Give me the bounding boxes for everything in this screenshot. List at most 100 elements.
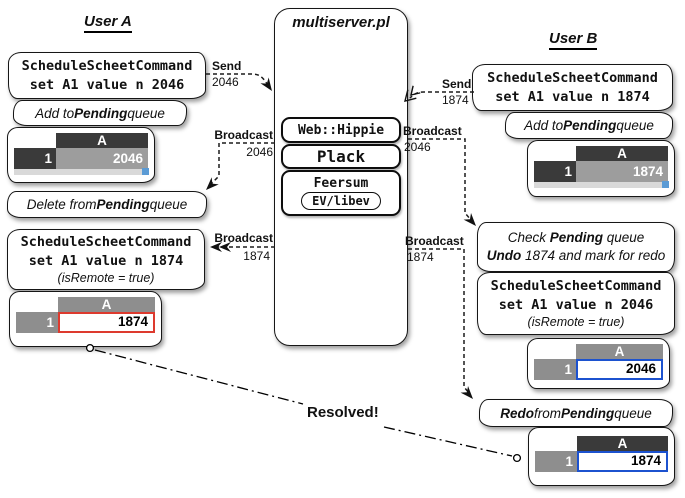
column-header-a: A xyxy=(576,146,668,161)
mini-spreadsheet: A 1 2046 xyxy=(534,344,663,380)
user-b-note-add-pending: Add to Pending queue xyxy=(505,112,673,139)
send-b-label: Send xyxy=(442,77,472,91)
command-class-line: ScheduleScheetCommand xyxy=(490,278,662,294)
broadcast-a-1874-label: Broadcast xyxy=(214,231,273,245)
note-text: queue xyxy=(614,405,652,421)
broadcast-a-2046-value: 2046 xyxy=(246,145,273,159)
note-text-bold: Redo xyxy=(500,405,534,421)
row-header-1: 1 xyxy=(16,312,58,333)
mini-spreadsheet: A 1 1874 xyxy=(535,436,668,472)
cell-a1-value: 2046 xyxy=(56,148,148,169)
row-header-1: 1 xyxy=(535,451,577,472)
command-class-line: ScheduleScheetCommand xyxy=(20,234,192,250)
send-a-label: Send xyxy=(212,59,242,73)
user-b-spreadsheet-1874-final: A 1 1874 xyxy=(528,427,675,486)
selection-handle xyxy=(662,181,669,188)
mini-spreadsheet: A 1 2046 xyxy=(14,133,149,175)
user-a-spreadsheet-1874-conflict: A 1 1874 xyxy=(9,291,162,347)
command-class-line: ScheduleScheetCommand xyxy=(21,57,193,74)
command-isremote-line: (isRemote = true) xyxy=(57,271,155,285)
user-a-title: User A xyxy=(84,13,132,33)
user-b-command-set-1874: ScheduleScheetCommand set A1 value n 187… xyxy=(472,64,673,111)
user-b-command-set-2046-remote: ScheduleScheetCommand set A1 value n 204… xyxy=(477,272,675,335)
note-text: queue xyxy=(127,105,165,121)
corner-cell xyxy=(14,133,56,148)
user-a-command-set-1874-remote: ScheduleScheetCommand set A1 value n 187… xyxy=(7,229,205,290)
layer-web-hippie: Web::Hippie xyxy=(281,117,401,143)
broadcast-b-1874-arrowhead xyxy=(460,385,473,399)
corner-cell xyxy=(534,146,576,161)
cell-a1-value: 1874 xyxy=(576,161,668,182)
note-text-bold: Undo xyxy=(486,248,522,263)
cell-a1-value-red-outline: 1874 xyxy=(58,312,155,333)
column-header-a: A xyxy=(577,436,668,451)
resolved-endpoint-right xyxy=(512,453,522,463)
selection-handle xyxy=(142,168,149,175)
mini-spreadsheet: A 1 1874 xyxy=(534,146,669,188)
note-text: queue xyxy=(616,118,654,133)
broadcast-a-1874-value: 1874 xyxy=(243,249,270,263)
mini-spreadsheet: A 1 1874 xyxy=(16,297,155,333)
command-class-line: ScheduleScheetCommand xyxy=(487,69,658,86)
send-a-value: 2046 xyxy=(212,75,239,89)
note-text: Check xyxy=(507,230,550,245)
user-b-note-redo-pending: Redo from Pending queue xyxy=(479,399,673,427)
note-text: Add to xyxy=(524,118,564,133)
command-args-line: set A1 value n 1874 xyxy=(28,253,184,269)
note-text-bold: Pending xyxy=(549,230,603,245)
note-text: 1874 and mark for redo xyxy=(521,248,666,263)
broadcast-b-1874-value: 1874 xyxy=(407,250,434,264)
note-text-bold: Pending xyxy=(563,118,617,133)
row-header-1: 1 xyxy=(14,148,56,169)
resolved-line-right xyxy=(383,426,513,457)
command-args-line: set A1 value n 2046 xyxy=(498,297,654,313)
next-row-sliver xyxy=(14,168,149,175)
note-text: queue xyxy=(602,230,645,245)
note-text-bold: Pending xyxy=(560,405,615,421)
user-b-spreadsheet-2046-remote: A 1 2046 xyxy=(527,338,670,389)
command-args-line: set A1 value n 1874 xyxy=(495,88,650,105)
note-text-bold: Pending xyxy=(74,105,128,121)
corner-cell xyxy=(535,436,577,451)
corner-cell xyxy=(534,344,576,359)
feersum-label: Feersum xyxy=(313,176,369,191)
layer-plack: Plack xyxy=(281,144,401,169)
column-header-a: A xyxy=(576,344,663,359)
row-header-1: 1 xyxy=(534,359,576,380)
row-header-1: 1 xyxy=(534,161,576,182)
note-line-2: Undo 1874 and mark for redo xyxy=(487,247,666,265)
user-b-title: User B xyxy=(549,30,598,50)
cell-a1-value-blue-outline: 2046 xyxy=(576,359,663,380)
broadcast-b-2046-arrowhead xyxy=(463,212,476,226)
user-a-spreadsheet-2046: A 1 2046 xyxy=(7,127,155,183)
broadcast-b-1874-line xyxy=(408,248,470,394)
cell-a1-value-blue-outline: 1874 xyxy=(577,451,668,472)
command-args-line: set A1 value n 2046 xyxy=(29,76,185,93)
note-text: Delete from xyxy=(26,197,97,212)
user-b-spreadsheet-1874: A 1 1874 xyxy=(527,140,675,197)
layer-feersum: Feersum EV/libev xyxy=(281,170,401,216)
user-a-command-set-2046: ScheduleScheetCommand set A1 value n 204… xyxy=(8,52,206,99)
note-text-bold: Pending xyxy=(96,197,150,212)
note-text: Add to xyxy=(35,105,75,121)
note-text: from xyxy=(533,405,561,421)
user-a-note-add-pending: Add to Pending queue xyxy=(13,100,187,126)
send-b-value: 1874 xyxy=(442,93,469,107)
command-isremote-line: (isRemote = true) xyxy=(527,315,625,329)
column-header-a: A xyxy=(56,133,148,148)
note-line-1: Check Pending queue xyxy=(508,229,645,247)
user-a-note-delete-pending: Delete from Pending queue xyxy=(7,191,207,218)
broadcast-b-2046-label: Broadcast xyxy=(403,124,462,138)
column-header-a: A xyxy=(58,297,155,312)
broadcast-b-2046-value: 2046 xyxy=(404,140,431,154)
send-b-open-arrowhead-2 xyxy=(410,85,421,96)
broadcast-a-2046-arrowhead xyxy=(206,177,219,190)
ev-libev-pill: EV/libev xyxy=(301,192,381,210)
next-row-sliver xyxy=(534,181,669,188)
resolved-label: Resolved! xyxy=(307,404,379,421)
broadcast-a-2046-label: Broadcast xyxy=(214,128,273,142)
note-text: queue xyxy=(149,197,188,212)
server-title: multiserver.pl xyxy=(292,14,390,31)
user-b-note-check-pending: Check Pending queue Undo 1874 and mark f… xyxy=(477,222,675,272)
